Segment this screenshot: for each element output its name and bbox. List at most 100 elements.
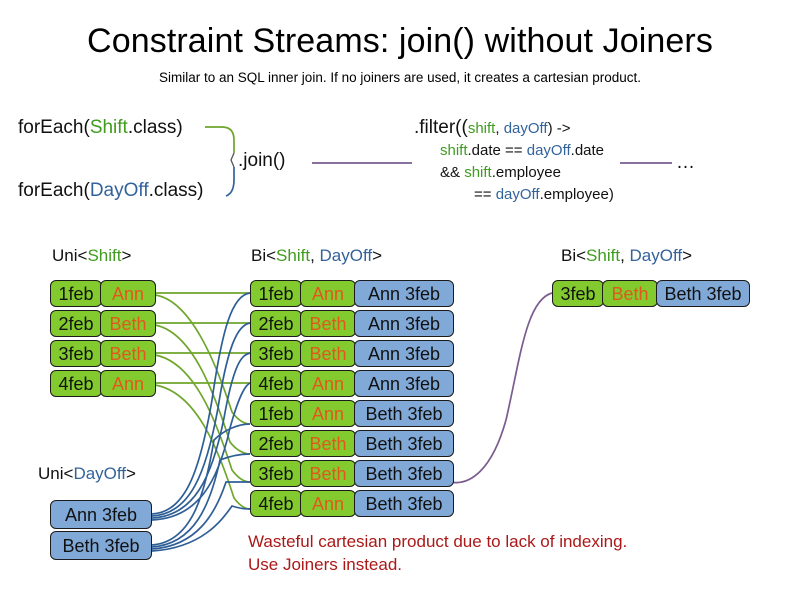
cap-res-type-b: DayOff — [629, 246, 683, 265]
bi-dayoff-cell: Ann 3feb — [354, 340, 454, 367]
cap-res-type-a: Shift — [586, 246, 621, 265]
warning-line-2: Use Joiners instead. — [248, 555, 403, 574]
filter-l4-end: .employee) — [539, 186, 614, 203]
result-dayoff-cell: Beth 3feb — [656, 280, 750, 307]
result-name-cell: Beth — [602, 280, 658, 307]
bi-name-cell: Beth — [300, 310, 356, 337]
filter-l1-b: ) -> — [547, 120, 571, 137]
caption-bi-result: Bi<Shift, DayOff> — [561, 246, 692, 266]
filter-l4-dayoff: dayOff — [495, 186, 540, 203]
wire-shift2-bi6 — [154, 324, 251, 455]
bi-date-cell: 1feb — [250, 400, 302, 427]
filter-l1-comma: , — [495, 120, 504, 137]
cap-bi-post: > — [372, 246, 383, 265]
wire-dayoffAnn-bi2 — [151, 322, 251, 517]
filter-l3-end: .employee — [491, 164, 561, 181]
wire-shift3-bi7 — [154, 354, 251, 483]
filter-l3-shift: shift — [464, 164, 492, 181]
filter-l2-shift: shift — [440, 142, 468, 159]
cap-bi-pre: Bi< — [251, 246, 277, 265]
bi-dayoff-cell: Ann 3feb — [354, 310, 454, 337]
bi-dayoff-cell: Beth 3feb — [354, 400, 454, 427]
wire-dayoffBeth-bi6 — [151, 453, 251, 548]
bi-name-cell: Beth — [300, 460, 356, 487]
foreach-shift-type: Shift — [89, 117, 128, 138]
cap-shift-pre: Uni< — [52, 246, 88, 265]
wire-shift4-bi8 — [154, 384, 251, 510]
filter-l1-shift: shift — [467, 120, 496, 137]
cap-do-type: DayOff — [73, 464, 127, 483]
filter-l1-a: .filter(( — [414, 117, 468, 138]
filter-line-3: && shift.employee — [414, 162, 614, 184]
shift-date-cell: 4feb — [50, 370, 102, 397]
cap-bi-type-b: DayOff — [319, 246, 373, 265]
bi-name-cell: Ann — [300, 280, 356, 307]
bi-name-cell: Beth — [300, 430, 356, 457]
warning-note: Wasteful cartesian product due to lack o… — [248, 530, 627, 576]
filter-l3-a: && — [440, 164, 465, 181]
shift-name-cell: Ann — [100, 370, 156, 397]
brace-tip — [230, 152, 235, 168]
bi-dayoff-cell: Ann 3feb — [354, 280, 454, 307]
bi-dayoff-cell: Beth 3feb — [354, 490, 454, 517]
cap-res-sep: , — [620, 246, 630, 265]
wire-shift1-bi5 — [154, 294, 251, 425]
foreach-dayoff-suffix: .class) — [148, 180, 204, 201]
bi-name-cell: Ann — [300, 370, 356, 397]
foreach-dayoff-type: DayOff — [89, 180, 149, 201]
caption-bi-shift-dayoff: Bi<Shift, DayOff> — [251, 246, 382, 266]
cap-bi-sep: , — [310, 246, 320, 265]
dayoff-row: Beth 3feb — [50, 531, 152, 560]
dayoff-label-cell: Ann 3feb — [50, 500, 152, 529]
shift-date-cell: 2feb — [50, 310, 102, 337]
cap-shift-type: Shift — [87, 246, 122, 265]
brace-shift — [205, 126, 235, 153]
filter-l2-end: .date — [570, 142, 605, 159]
filter-l2-dayoff: dayOff — [526, 142, 571, 159]
caption-uni-dayoff: Uni<DayOff> — [38, 464, 136, 484]
code-foreach-dayoff: forEach(DayOff.class) — [18, 180, 204, 202]
foreach-dayoff-prefix: forEach( — [18, 180, 90, 201]
wire-dayoffBeth-bi8 — [151, 504, 251, 552]
dayoff-row: Ann 3feb — [50, 500, 152, 529]
cap-do-post: > — [126, 464, 136, 483]
bi-name-cell: Ann — [300, 400, 356, 427]
wire-bi7-result — [449, 292, 553, 484]
filter-l2-mid: .date == — [467, 142, 527, 159]
filter-l4-a: == — [474, 186, 496, 203]
wire-dayoffAnn-bi1 — [151, 292, 251, 515]
filter-line-2: shift.date == dayOff.date — [414, 140, 614, 162]
bi-dayoff-cell: Beth 3feb — [354, 460, 454, 487]
cap-res-pre: Bi< — [561, 246, 587, 265]
caption-uni-shift: Uni<Shift> — [52, 246, 131, 266]
code-ellipsis: … — [676, 152, 695, 173]
page-subtitle: Similar to an SQL inner join. If no join… — [159, 70, 641, 85]
bi-dayoff-cell: Beth 3feb — [354, 430, 454, 457]
foreach-shift-suffix: .class) — [127, 117, 183, 138]
wire-dayoffBeth-bi7 — [151, 481, 250, 550]
filter-l1-dayoff: dayOff — [503, 120, 548, 137]
brace-dayoff — [225, 167, 235, 197]
cap-do-pre: Uni< — [38, 464, 74, 483]
wire-dayoffBeth-bi5 — [151, 423, 251, 546]
code-foreach-shift: forEach(Shift.class) — [18, 117, 183, 139]
filter-line-4: == dayOff.employee) — [414, 184, 614, 206]
code-filter-block: .filter((shift, dayOff) -> shift.date ==… — [414, 117, 614, 206]
bi-date-cell: 1feb — [250, 280, 302, 307]
bi-date-cell: 4feb — [250, 370, 302, 397]
filter-line-1: .filter((shift, dayOff) -> — [414, 117, 614, 140]
code-join-label: .join() — [238, 150, 286, 171]
